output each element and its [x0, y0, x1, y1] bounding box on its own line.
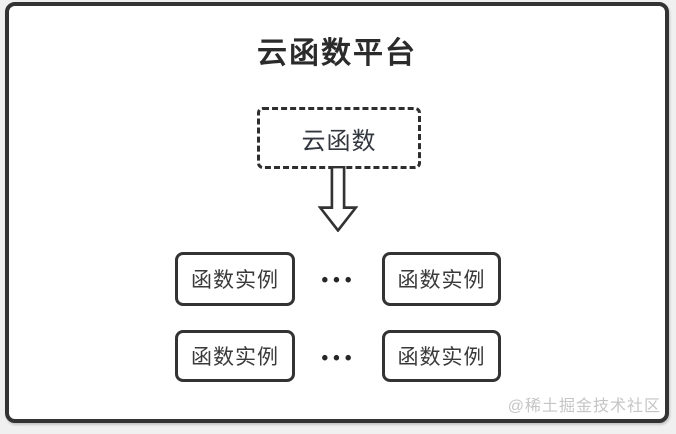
function-instance-box: 函数实例	[175, 330, 295, 382]
ellipsis-icon: •••	[321, 348, 357, 369]
watermark: @稀土掘金技术社区	[507, 398, 661, 415]
function-instance-label: 函数实例	[397, 269, 486, 292]
cloud-function-label: 云函数	[301, 127, 377, 155]
function-instance-label: 函数实例	[191, 269, 279, 292]
function-instance-label: 函数实例	[191, 346, 279, 369]
page-title: 云函数平台	[257, 37, 417, 70]
function-instance-label: 函数实例	[397, 346, 486, 369]
function-instance-box: 函数实例	[382, 330, 501, 382]
function-instance-box: 函数实例	[175, 252, 295, 306]
cloud-function-box: 云函数	[257, 107, 421, 169]
function-instance-box: 函数实例	[382, 252, 501, 306]
platform-container: 云函数平台 云函数 函数实例 ••• 函数实例 函数实例 ••• 函数实例 @稀…	[5, 2, 669, 423]
ellipsis-icon: •••	[321, 270, 357, 291]
down-arrow-icon	[318, 166, 358, 232]
